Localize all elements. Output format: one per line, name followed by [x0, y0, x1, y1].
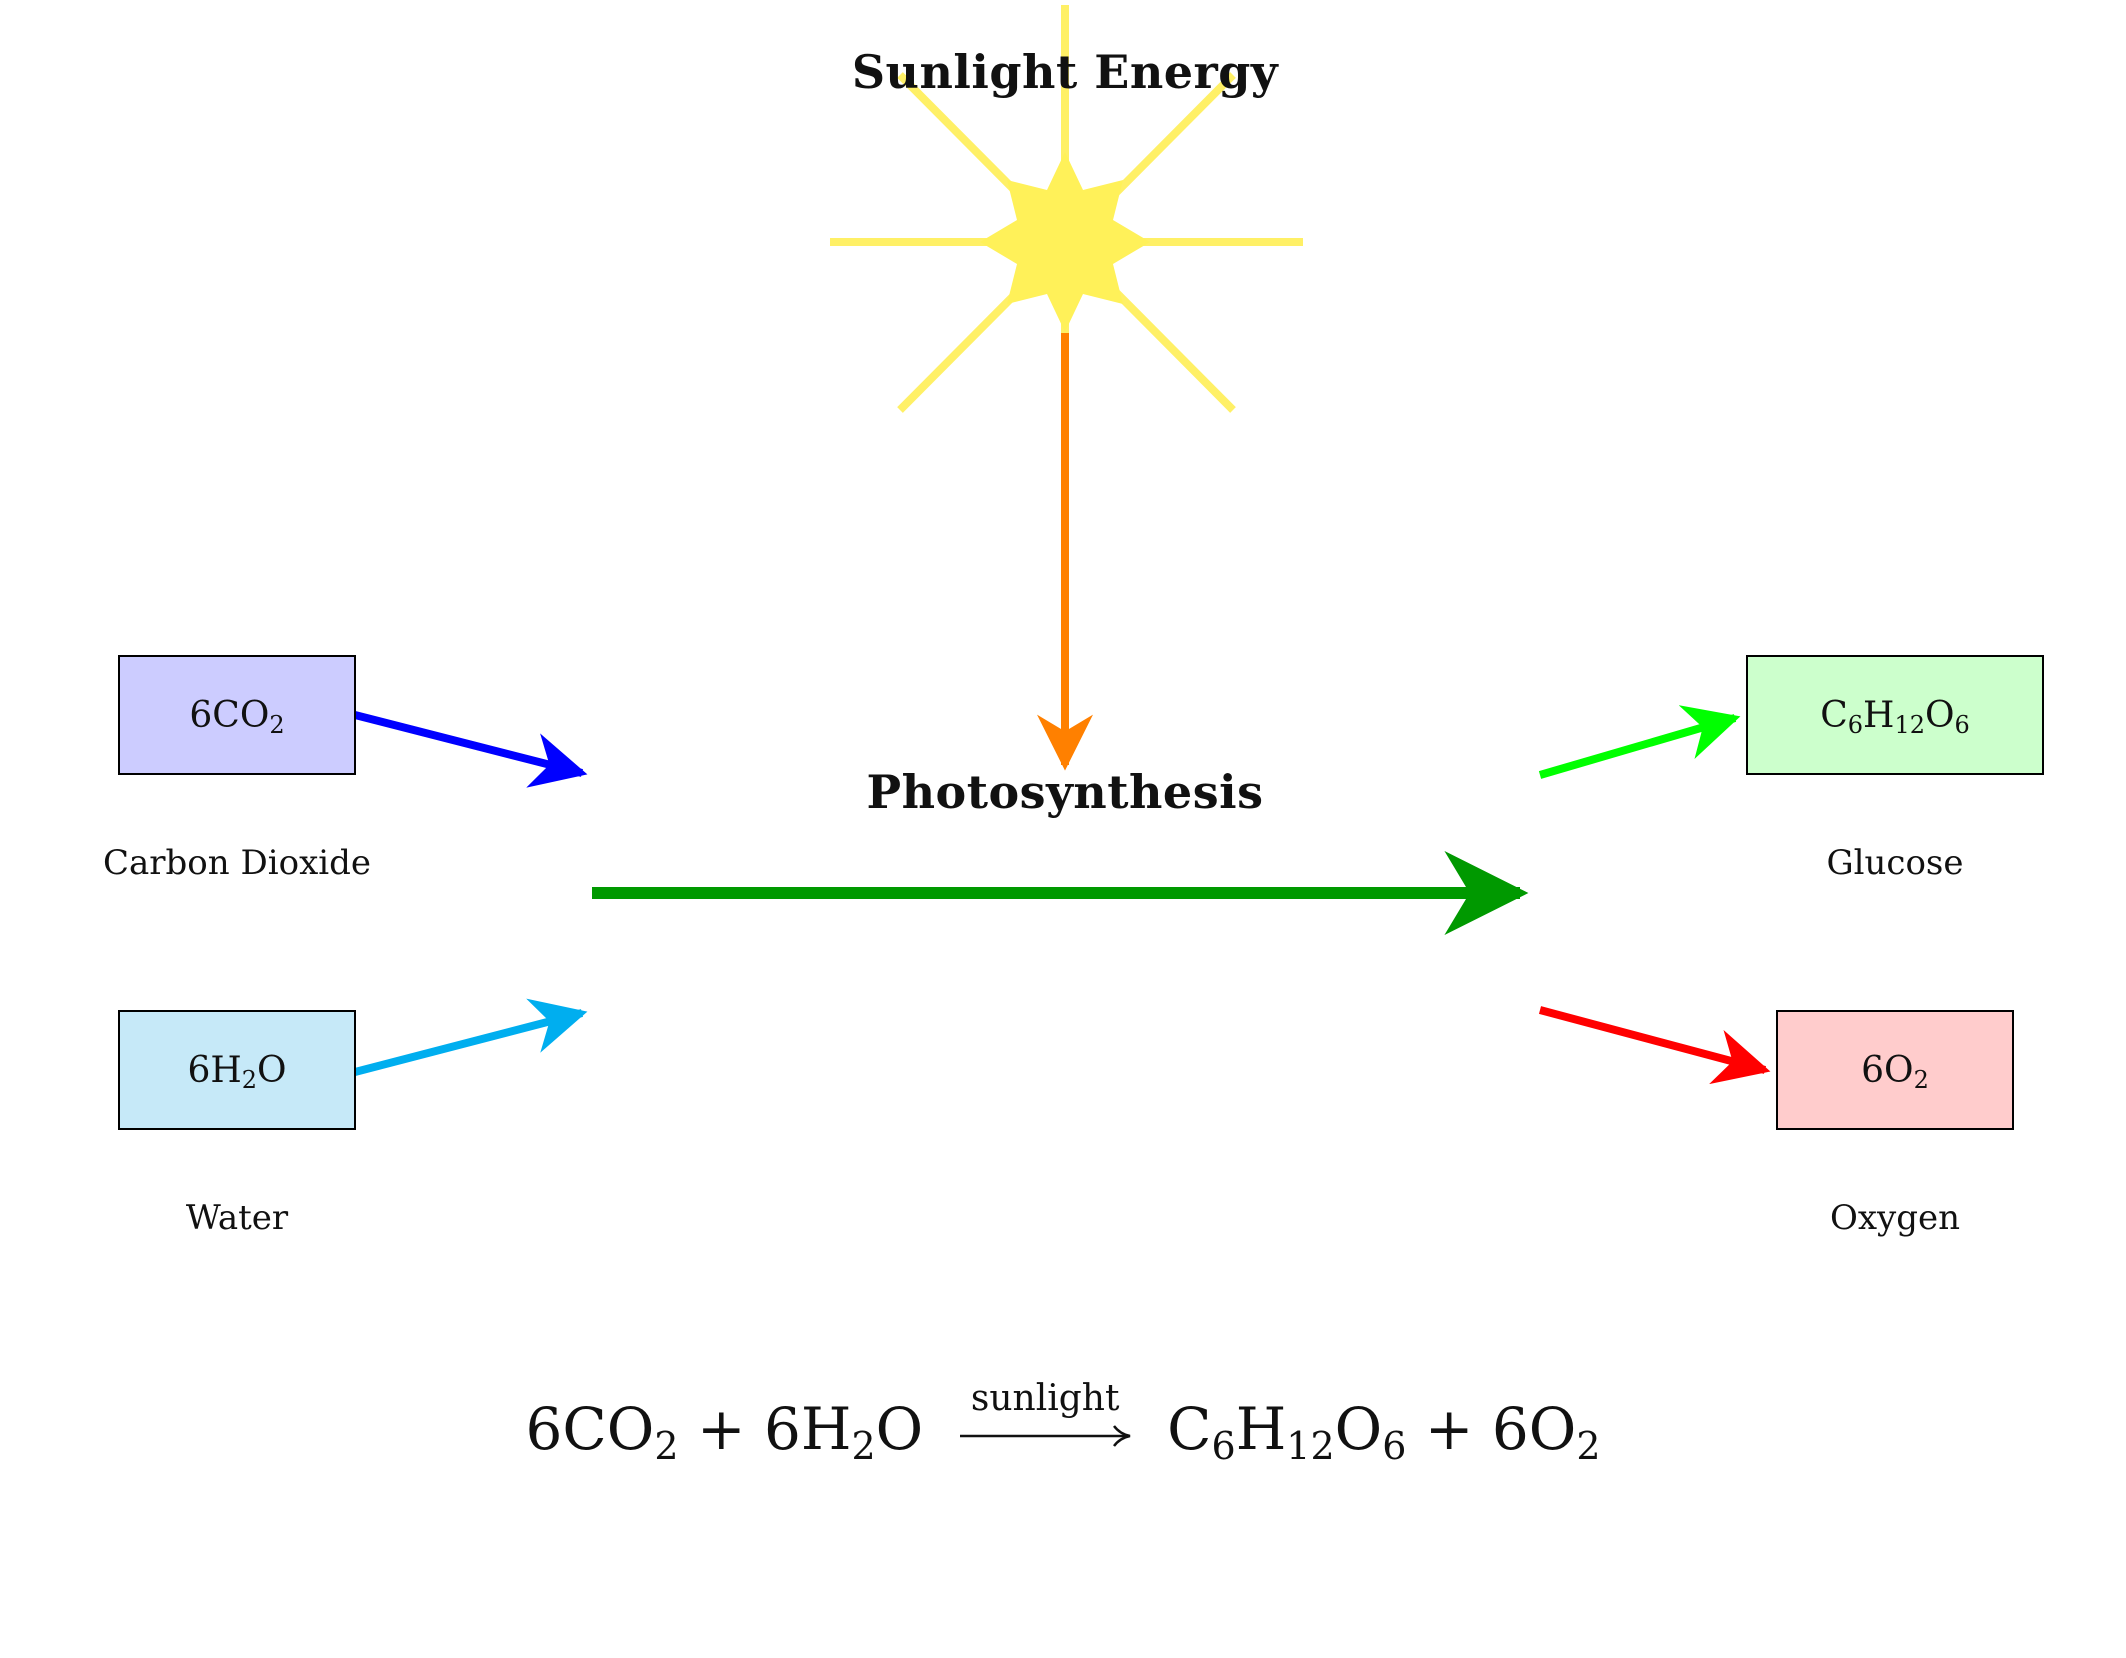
glucose-box: C6H12O6	[1746, 655, 2044, 775]
sunlight-energy-label: Sunlight Energy	[851, 45, 1279, 99]
glucose-arrow	[1538, 705, 1741, 779]
glucose-formula: C6H12O6	[1820, 694, 1970, 739]
h2o-caption: Water	[185, 1198, 289, 1238]
oxygen-box: 6O2	[1776, 1010, 2014, 1130]
long-right-arrow-icon	[959, 1425, 1130, 1447]
sun-icon	[830, 5, 1303, 413]
h2o-box: 6H2O	[118, 1010, 356, 1130]
oxygen-arrow	[1538, 1006, 1771, 1085]
h2o-formula: 6H2O	[187, 1049, 287, 1094]
photosynthesis-label: Photosynthesis	[866, 765, 1264, 819]
equation-products: C6H12O6 + 6O2	[1167, 1395, 1601, 1468]
co2-box: 6CO2	[118, 655, 356, 775]
balanced-equation: 6CO2 + 6H2O sunlight C6H12O6 + 6O2	[0, 1378, 2126, 1468]
oxygen-caption: Oxygen	[1829, 1198, 1961, 1238]
h2o-arrow	[353, 998, 588, 1076]
glucose-caption: Glucose	[1826, 843, 1964, 883]
equation-reactants: 6CO2 + 6H2O	[525, 1395, 924, 1468]
co2-formula: 6CO2	[189, 694, 285, 739]
equation-arrow-label: sunlight	[970, 1377, 1120, 1419]
equation-arrow: sunlight	[958, 1378, 1133, 1464]
co2-caption: Carbon Dioxide	[102, 843, 372, 883]
oxygen-formula: 6O2	[1861, 1049, 1929, 1094]
co2-arrow	[354, 711, 588, 788]
